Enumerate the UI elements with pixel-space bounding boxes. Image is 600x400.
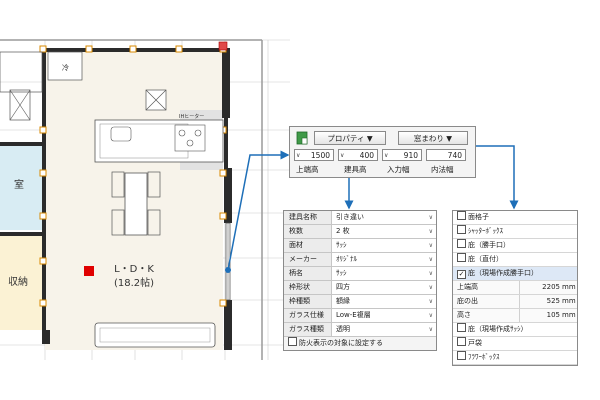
chevron-down-icon[interactable]: ∨ <box>428 228 433 235</box>
floor-plan-canvas[interactable]: 冷 IHヒーター 室 収納 L・D・K (18.2帖) <box>0 0 290 400</box>
checkbox-icon[interactable] <box>457 337 466 346</box>
top-height-field[interactable]: ∨ 1500 <box>294 149 334 161</box>
menu-item[interactable]: 庇（直付） <box>453 253 577 267</box>
property-row[interactable]: 柄名ｻｯｼ∨ <box>284 267 436 281</box>
checkbox-icon[interactable] <box>288 337 297 346</box>
chevron-down-icon[interactable]: ∨ <box>428 242 433 249</box>
storage-floor <box>0 235 42 330</box>
dining-table <box>124 172 148 236</box>
closet-label: 冷 <box>62 63 69 72</box>
chevron-down-icon[interactable]: ∨ <box>384 152 389 159</box>
fire-display-checkbox[interactable]: 防火表示の対象に設定する <box>284 337 436 350</box>
chevron-down-icon[interactable]: ∨ <box>428 270 433 277</box>
chevron-down-icon[interactable]: ∨ <box>340 152 345 159</box>
room-name: L・D・K <box>114 264 154 275</box>
chevron-down-icon[interactable]: ∨ <box>428 298 433 305</box>
checkbox-icon[interactable] <box>457 225 466 234</box>
fitting-height-field[interactable]: ∨ 400 <box>338 149 378 161</box>
left-room-label: 室 <box>14 178 24 191</box>
window-surround-menu: 面格子 ｼｬｯﾀｰﾎﾞｯｸｽ 庇（勝手口） 庇（直付） ✓庇（現場作成勝手口） … <box>452 210 578 366</box>
input-width-field[interactable]: ∨ 910 <box>382 149 422 161</box>
window-toolbar: プロパティ ▼ 窓まわり ▼ ∨ 1500 ∨ 400 ∨ 910 740 上端… <box>289 126 476 178</box>
property-button[interactable]: プロパティ ▼ <box>314 131 386 145</box>
menu-item[interactable]: 庇（勝手口） <box>453 239 577 253</box>
chevron-down-icon[interactable]: ∨ <box>428 284 433 291</box>
property-row[interactable]: 枠形状四方∨ <box>284 281 436 295</box>
room-marker[interactable] <box>84 266 94 276</box>
storage-label: 収納 <box>8 275 28 288</box>
room-area: (18.2帖) <box>114 276 154 289</box>
chevron-down-icon[interactable]: ∨ <box>428 326 433 333</box>
property-row[interactable]: 面材ｻｯｼ∨ <box>284 239 436 253</box>
window-tool-icon[interactable] <box>296 131 308 145</box>
top-height-label: 上端高 <box>296 165 319 174</box>
fitting-height-label: 建具高 <box>344 165 367 174</box>
stove-icon <box>174 124 206 152</box>
property-row[interactable]: メーカーｵﾘｼﾞﾅﾙ∨ <box>284 253 436 267</box>
sink-icon <box>110 126 132 142</box>
inner-width-field[interactable]: 740 <box>426 149 466 161</box>
menu-item[interactable]: 面格子 <box>453 211 577 225</box>
menu-item[interactable]: ｼｬｯﾀｰﾎﾞｯｸｽ <box>453 225 577 239</box>
property-row[interactable]: ガラス種類透明∨ <box>284 323 436 337</box>
checkbox-icon[interactable] <box>457 351 466 360</box>
inner-width-label: 内法幅 <box>431 165 454 174</box>
heater-label: IHヒーター <box>179 113 204 120</box>
chevron-down-icon[interactable]: ∨ <box>428 214 433 221</box>
chevron-down-icon[interactable]: ∨ <box>296 152 301 159</box>
sofa <box>94 322 216 348</box>
left-room-floor <box>0 145 42 230</box>
menu-item[interactable]: ﾌﾗﾜｰﾎﾞｯｸｽ <box>453 351 577 365</box>
menu-item[interactable]: 戸袋 <box>453 337 577 351</box>
checkbox-icon[interactable] <box>457 323 466 332</box>
menu-item[interactable]: 庇（現場作成ｻｯｼ） <box>453 323 577 337</box>
window-handle[interactable] <box>225 267 231 273</box>
refrigerator-icon <box>47 51 83 81</box>
checkbox-icon[interactable] <box>457 239 466 248</box>
checkbox-icon[interactable] <box>457 211 466 220</box>
checkbox-icon[interactable] <box>457 253 466 262</box>
checkmark-icon[interactable]: ✓ <box>457 270 466 279</box>
input-width-label: 入力幅 <box>387 165 410 174</box>
property-row[interactable]: 建具名称引き違い∨ <box>284 211 436 225</box>
menu-item-selected[interactable]: ✓庇（現場作成勝手口） <box>453 267 577 281</box>
property-row[interactable]: 枠種類額縁∨ <box>284 295 436 309</box>
chevron-down-icon[interactable]: ∨ <box>428 312 433 319</box>
chevron-down-icon[interactable]: ∨ <box>428 256 433 263</box>
window-surround-button[interactable]: 窓まわり ▼ <box>398 131 468 145</box>
